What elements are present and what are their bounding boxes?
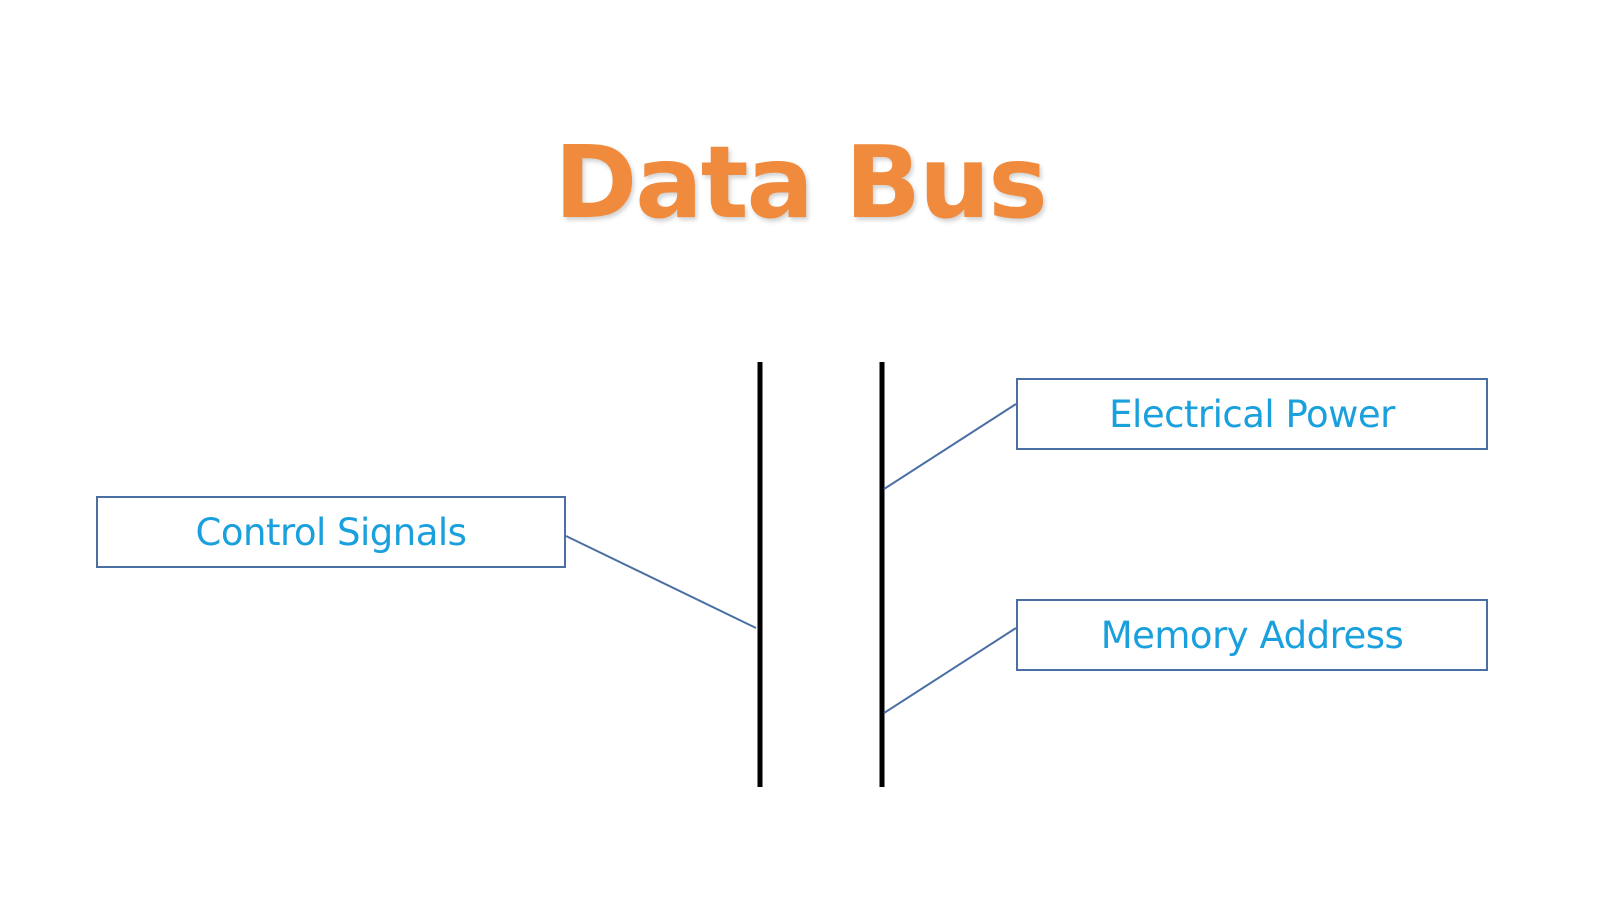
electrical-power-box: Electrical Power xyxy=(1016,378,1488,450)
connector-control-signals xyxy=(565,535,757,629)
control-signals-label: Control Signals xyxy=(195,510,467,554)
connector-memory-address xyxy=(883,627,1017,714)
connector-electrical-power xyxy=(883,403,1017,490)
memory-address-label: Memory Address xyxy=(1100,613,1404,657)
control-signals-box: Control Signals xyxy=(96,496,566,568)
memory-address-box: Memory Address xyxy=(1016,599,1488,671)
electrical-power-label: Electrical Power xyxy=(1109,392,1395,436)
page-title: Data Bus xyxy=(554,124,1048,241)
